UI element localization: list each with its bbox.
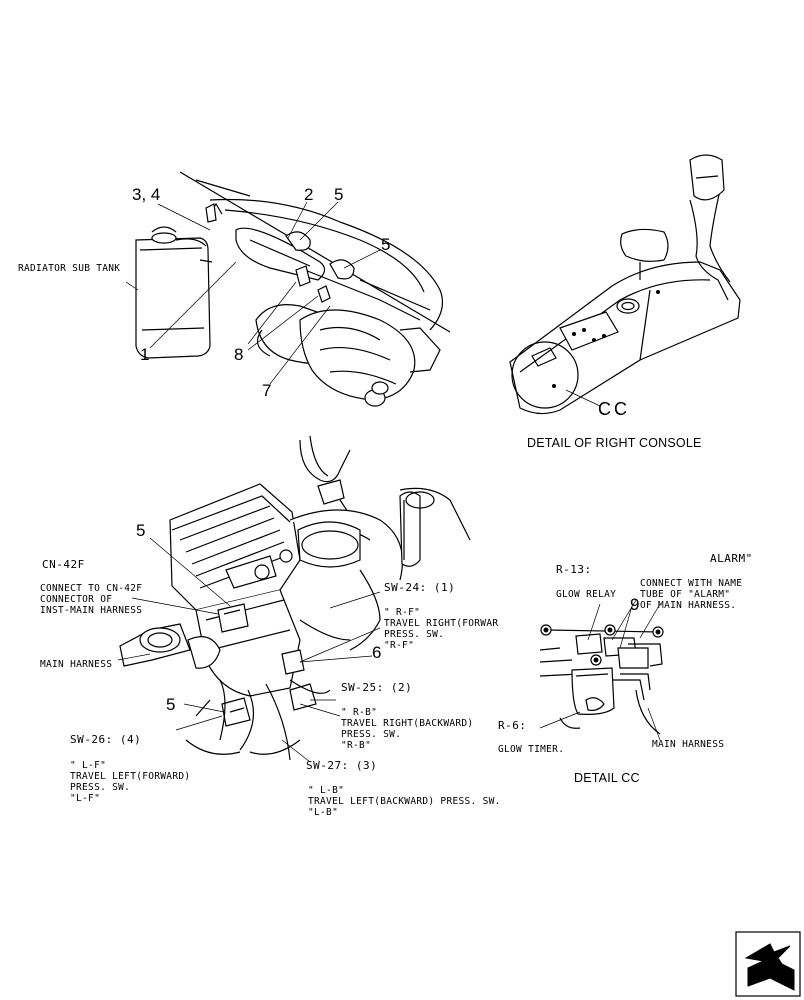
rf-code-2: "R-F" [384, 640, 415, 651]
sw26-label: SW-26: (4) [70, 733, 142, 746]
lower-leader-lines [117, 537, 381, 763]
lf-code: " L-F" [70, 760, 107, 771]
rb-code-2: "R-B" [341, 740, 372, 751]
lf-desc: TRAVEL LEFT(FORWARD) [70, 771, 191, 782]
connect-note-line-2: CONNECTOR OF [40, 594, 113, 605]
detail-cc-drawing [539, 599, 664, 741]
detail-cc-main-harness-label: MAIN HARNESS [652, 739, 725, 750]
callout-9: 9 [630, 595, 640, 614]
top-leader-lines [125, 201, 381, 385]
callout-2: 2 [304, 185, 314, 204]
r6-label: R-6: [498, 719, 527, 732]
detail-cc-title: DETAIL CC [574, 771, 640, 785]
callout-5-upper: 5 [334, 185, 344, 204]
arrow-navigation-icon[interactable] [735, 931, 801, 997]
cc-detail-marker: CC [598, 399, 630, 419]
lb-desc: TRAVEL LEFT(BACKWARD) PRESS. SW. [308, 796, 501, 807]
connect-note-line-1: CONNECT TO CN-42F [40, 583, 143, 594]
valve-harness-drawing [119, 435, 471, 761]
rb-press: PRESS. SW. [341, 729, 402, 740]
callout-6: 6 [372, 643, 382, 662]
callout-7: 7 [262, 381, 272, 400]
lf-press: PRESS. SW. [70, 782, 131, 793]
rb-desc: TRAVEL RIGHT(BACKWARD) [341, 718, 474, 729]
radiator-sub-tank-drawing [135, 226, 213, 359]
radiator-sub-tank-label: RADIATOR SUB TANK [18, 263, 121, 274]
callout-5-lower-top: 5 [136, 521, 146, 540]
sw27-label: SW-27: (3) [306, 759, 378, 772]
engine-top-drawing [179, 171, 451, 407]
glow-relay-label: GLOW RELAY [556, 589, 617, 600]
alarm-note-line-3: OF MAIN HARNESS. [640, 600, 737, 611]
right-console-title: DETAIL OF RIGHT CONSOLE [527, 436, 702, 450]
callout-8: 8 [234, 345, 244, 364]
alarm-label: ALARM" [710, 552, 753, 565]
callout-3-4: 3, 4 [132, 185, 161, 204]
cn42f-label: CN-42F [42, 558, 85, 571]
main-harness-label: MAIN HARNESS [40, 659, 113, 670]
callout-5-right: 5 [381, 235, 391, 254]
rb-code: " R-B" [341, 707, 378, 718]
alarm-note-line-2: TUBE OF "ALARM" [640, 589, 731, 600]
sw25-label: SW-25: (2) [341, 681, 413, 694]
rf-press: PRESS. SW. [384, 629, 445, 640]
glow-timer-label: GLOW TIMER. [498, 744, 565, 755]
rf-code: " R-F" [384, 607, 421, 618]
alarm-note-line-1: CONNECT WITH NAME [640, 578, 743, 589]
callout-5-lower-bottom: 5 [166, 695, 176, 714]
right-console-drawing [509, 154, 741, 415]
lb-code-2: "L-B" [308, 807, 339, 818]
lb-code: " L-B" [308, 785, 345, 796]
r13-label: R-13: [556, 563, 592, 576]
lf-code-2: "L-F" [70, 793, 101, 804]
sw24-label: SW-24: (1) [384, 581, 456, 594]
rf-desc: TRAVEL RIGHT(FORWAR [384, 618, 499, 629]
callout-1: 1 [140, 345, 150, 364]
connect-note-line-3: INST-MAIN HARNESS [40, 605, 143, 616]
